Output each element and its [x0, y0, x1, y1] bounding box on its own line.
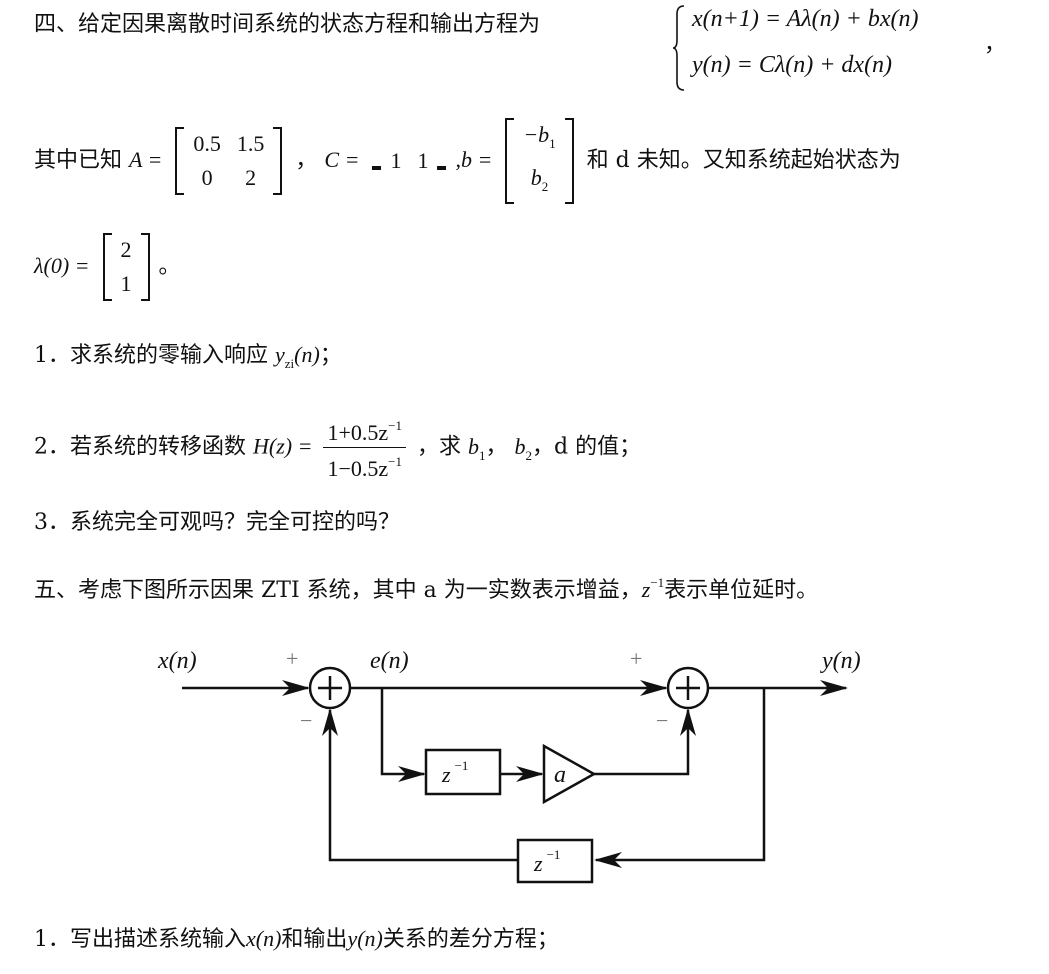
gain-label: a — [554, 762, 566, 788]
matrix-A: 0.5 1.5 0 2 — [175, 127, 283, 195]
A-12: 1.5 — [236, 131, 265, 156]
svg-text:z−1: z−1 — [441, 758, 468, 787]
initial-state-line: λ(0) = 2 1 。 — [34, 226, 181, 307]
q4-3: 3．系统完全可观吗？完全可控的吗？ — [34, 510, 400, 535]
feedback-line — [594, 688, 766, 868]
q4-2: 2．若系统的转移函数 H(z) = 1+0.5z−1 1−0.5z−1 ，求 b… — [34, 412, 641, 486]
b-2: b — [530, 165, 542, 190]
gain-to-adder2 — [594, 708, 696, 776]
q4-1: 1．求系统的零输入响应 yzi(n)； — [34, 342, 342, 371]
delay1-label: z — [441, 762, 451, 787]
sign-minus-1: − — [300, 708, 312, 733]
section4-intro: 四、给定因果离散时间系统的状态方程和输出方程为 — [34, 12, 541, 37]
A-21: 0 — [201, 165, 213, 190]
lambda0-2: 1 — [120, 271, 132, 296]
A-11: 0.5 — [193, 131, 221, 156]
matrix-b: −b1 b2 — [505, 118, 574, 204]
b-1: −b — [523, 122, 550, 147]
sign-plus-2: + — [630, 646, 642, 671]
lambda0-label: λ(0) = — [34, 253, 90, 278]
C-separator: ， — [295, 148, 318, 173]
matrix-lambda0: 2 1 — [102, 233, 150, 301]
label-e: e(n) — [370, 648, 409, 674]
gain-block — [542, 743, 597, 805]
state-equation: x(n+1) = Aλ(n) + bx(n) — [692, 6, 919, 32]
equation-comma: ， — [984, 32, 1007, 57]
branch-to-delay1 — [380, 688, 426, 782]
feedback-to-adder1 — [322, 708, 518, 862]
b-label: ,b = — [455, 147, 493, 172]
known-prefix: 其中已知 — [34, 148, 123, 173]
sign-minus-2: − — [656, 708, 668, 733]
label-y: y(n) — [820, 648, 861, 674]
lambda0-end: 。 — [158, 254, 181, 279]
lambda0-1: 2 — [120, 237, 132, 262]
sign-plus-1: + — [286, 646, 298, 671]
A-label: A = — [129, 147, 163, 172]
C-1: 1 — [390, 148, 402, 173]
A-22: 2 — [245, 165, 257, 190]
q5-1: 1．写出描述系统输入x(n)和输出y(n)关系的差分方程； — [34, 926, 559, 952]
delay-block-1 — [424, 748, 502, 796]
brace-icon — [672, 5, 685, 91]
svg-text:z−1: z−1 — [533, 847, 560, 876]
output-equation: y(n) = Cλ(n) + dx(n) — [692, 52, 893, 78]
transfer-function-fraction: 1+0.5z−1 1−0.5z−1 — [323, 412, 406, 483]
C-2: 1 — [417, 148, 429, 173]
label-x: x(n) — [157, 648, 197, 674]
delay2-label: z — [533, 851, 543, 876]
known-suffix: 和 d 未知。又知系统起始状态为 — [586, 148, 901, 173]
state-equation-system: x(n+1) = Aλ(n) + bx(n) y(n) = Cλ(n) + dx… — [672, 4, 1012, 96]
block-diagram: x(n) e(n) y(n) a + − + − z−1 z−1 — [157, 646, 861, 884]
section5-intro: 五、考虑下图所示因果 ZTI 系统，其中 a 为一实数表示增益，z−1表示单位延… — [34, 575, 819, 603]
C-label: C = — [324, 147, 360, 172]
